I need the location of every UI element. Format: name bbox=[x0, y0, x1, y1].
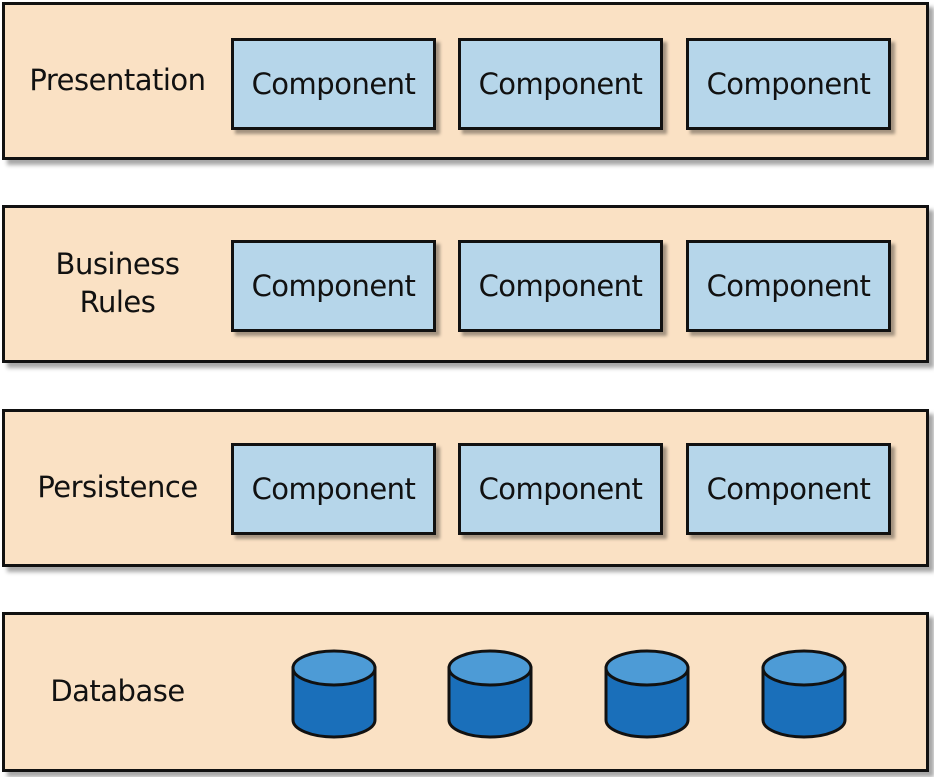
persistence-component-3: Component bbox=[686, 443, 891, 535]
business-rules-component-1: Component bbox=[231, 240, 436, 332]
layer-label-business-rules: Business Rules bbox=[55, 247, 180, 319]
database-icon bbox=[291, 649, 377, 739]
database-icon bbox=[604, 649, 690, 739]
database-icon bbox=[761, 649, 847, 739]
layer-business-rules: Business Rules Component Component Compo… bbox=[2, 205, 929, 363]
business-rules-component-3: Component bbox=[686, 240, 891, 332]
business-rules-component-2: Component bbox=[458, 240, 663, 332]
presentation-component-2: Component bbox=[458, 38, 663, 130]
layer-persistence: Persistence Component Component Componen… bbox=[2, 409, 929, 567]
persistence-component-2: Component bbox=[458, 443, 663, 535]
presentation-component-3: Component bbox=[686, 38, 891, 130]
layer-label-presentation: Presentation bbox=[29, 63, 206, 98]
layer-label-persistence: Persistence bbox=[37, 470, 198, 505]
persistence-component-1: Component bbox=[231, 443, 436, 535]
database-icon bbox=[447, 649, 533, 739]
layer-label-database: Database bbox=[50, 674, 185, 709]
layer-database: Database bbox=[2, 612, 929, 772]
presentation-component-1: Component bbox=[231, 38, 436, 130]
layer-presentation: Presentation Component Component Compone… bbox=[2, 2, 929, 160]
